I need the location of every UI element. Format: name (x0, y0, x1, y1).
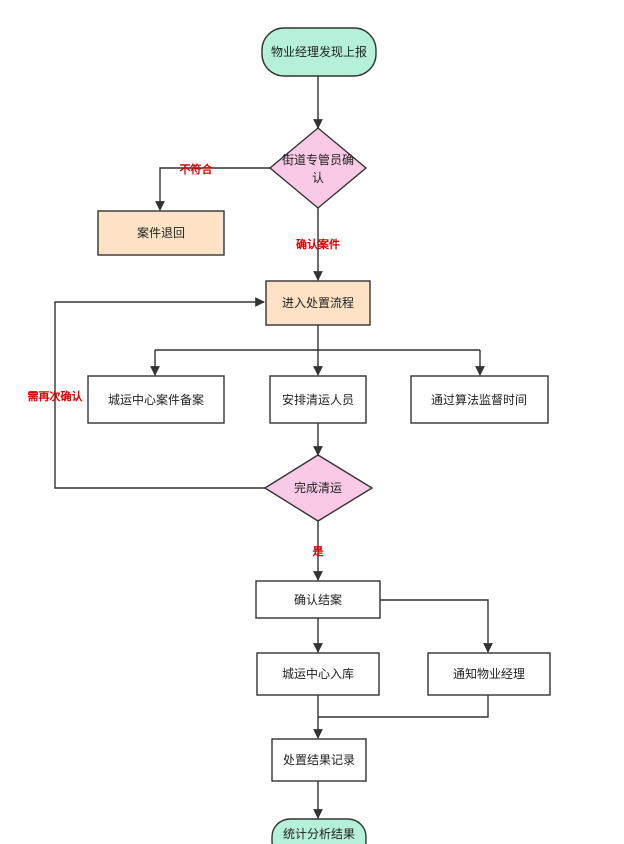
node-confirm-close-label: 确认结案 (294, 592, 342, 607)
node-review-shape (268, 127, 368, 209)
node-assign-staff[interactable]: 安排清运人员 (269, 375, 367, 424)
node-done-check-label: 完成清运 (294, 480, 342, 495)
node-start-label: 物业经理发现上报 (271, 44, 367, 59)
edge-label-confirmed: 确认案件 (296, 237, 340, 251)
edge-notify-merge (318, 695, 489, 718)
node-confirm-close[interactable]: 确认结案 (255, 580, 381, 619)
node-record-case-shape (87, 375, 225, 424)
edge-loop-reconfirm (54, 297, 265, 489)
node-return-case-label: 案件退回 (137, 225, 185, 240)
node-archive[interactable]: 城运中心入库 (256, 652, 380, 696)
node-enter-process-shape (265, 280, 371, 326)
edge-close-to-notify (380, 599, 493, 653)
node-start-shape (261, 27, 377, 77)
edge-label-yes: 是 (312, 545, 325, 558)
node-start[interactable]: 物业经理发现上报 (261, 27, 377, 77)
node-end-shape (271, 818, 367, 844)
node-end-label: 统计分析结果 (283, 827, 355, 841)
edge-review-to-return (155, 167, 270, 211)
node-result-record[interactable]: 处置结果记录 (271, 738, 367, 782)
node-monitor-time-shape (410, 375, 549, 424)
node-record-case-label: 城运中心案件备案 (108, 392, 204, 407)
node-archive-shape (256, 652, 380, 696)
node-review-label-line2: 认 (312, 171, 324, 185)
node-notify-manager[interactable]: 通知物业经理 (427, 652, 551, 696)
node-enter-process[interactable]: 进入处置流程 (265, 280, 371, 326)
node-monitor-time-label: 通过算法监督时间 (431, 392, 527, 407)
node-done-check[interactable]: 完成清运 (263, 454, 374, 522)
node-record-case[interactable]: 城运中心案件备案 (87, 375, 225, 424)
node-confirm-close-shape (255, 580, 381, 619)
node-review-label-line1: 街道专管员确 (282, 152, 354, 167)
node-review[interactable]: 街道专管员确 认 (268, 127, 368, 209)
node-end[interactable]: 统计分析结果 (271, 818, 367, 844)
node-return-case[interactable]: 案件退回 (97, 210, 225, 256)
node-enter-process-label: 进入处置流程 (282, 295, 354, 310)
node-assign-staff-label: 安排清运人员 (282, 392, 354, 407)
node-monitor-time[interactable]: 通过算法监督时间 (410, 375, 549, 424)
node-notify-manager-label: 通知物业经理 (453, 667, 525, 681)
node-result-record-shape (271, 738, 367, 782)
node-assign-staff-shape (269, 375, 367, 424)
edge-label-reject: 不符合 (180, 162, 214, 176)
node-notify-manager-shape (427, 652, 551, 696)
node-done-check-shape (263, 454, 374, 522)
edge-label-reconfirm: 需再次确认 (28, 389, 84, 403)
node-return-case-shape (97, 210, 225, 256)
node-result-record-label: 处置结果记录 (283, 753, 355, 767)
node-archive-label: 城运中心入库 (282, 666, 354, 681)
